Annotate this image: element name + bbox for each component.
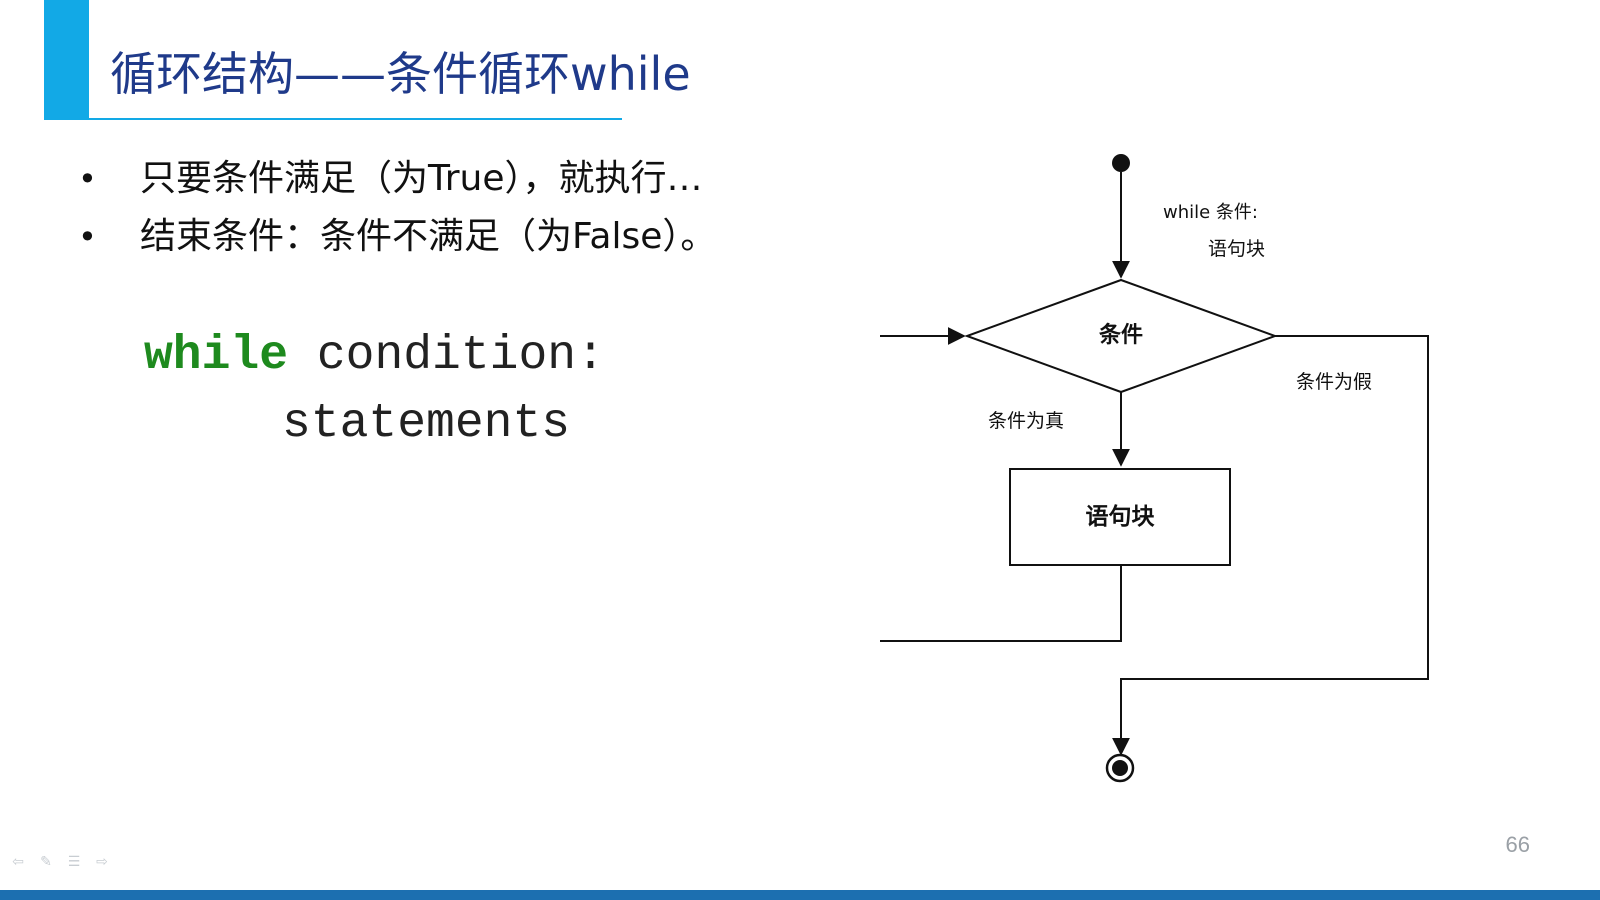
menu-icon[interactable]: ☰: [67, 854, 81, 870]
false-exit-path: [1112, 335, 1429, 756]
loop-header-line1: while 条件:: [1163, 202, 1258, 223]
pen-icon[interactable]: ✎: [40, 854, 52, 870]
bullet-dot-icon: •: [78, 218, 97, 256]
bullet-text: 结束条件：条件不满足（为False）。: [140, 216, 717, 257]
bullet-dot-icon: •: [78, 160, 97, 198]
code-line-2: statements: [282, 397, 571, 451]
page-number: 66: [1505, 832, 1530, 857]
true-branch-label: 条件为真: [988, 410, 1064, 432]
start-node-icon: [1112, 154, 1130, 172]
loop-back-path: [880, 327, 1122, 642]
false-branch-label: 条件为假: [1296, 371, 1372, 393]
statement-block-label: 语句块: [1086, 503, 1155, 530]
back-arrow-icon[interactable]: ⇦: [12, 854, 24, 870]
code-keyword: while: [144, 329, 289, 383]
code-block: while condition: statements: [144, 322, 605, 458]
while-flowchart: while 条件: 语句块 条件 条件为真 语句块 条件为假: [880, 154, 1429, 783]
bottom-bar: [0, 890, 1600, 900]
slide-nav-toolbar: ⇦ ✎ ☰ ⇨: [8, 854, 112, 870]
loop-header-line2: 语句块: [1208, 238, 1265, 260]
title-underline: [44, 118, 622, 120]
code-line-1: while condition:: [144, 322, 605, 390]
code-condition: condition:: [288, 329, 605, 383]
statement-block: [1009, 468, 1231, 566]
bullet-text: 只要条件满足（为True），就执行…: [140, 158, 703, 199]
decision-label: 条件: [1098, 322, 1143, 348]
forward-arrow-icon[interactable]: ⇨: [96, 854, 108, 870]
slide-title: 循环结构——条件循环while: [110, 47, 691, 101]
title-accent-bar: [44, 0, 89, 120]
end-node-core: [1112, 760, 1128, 776]
